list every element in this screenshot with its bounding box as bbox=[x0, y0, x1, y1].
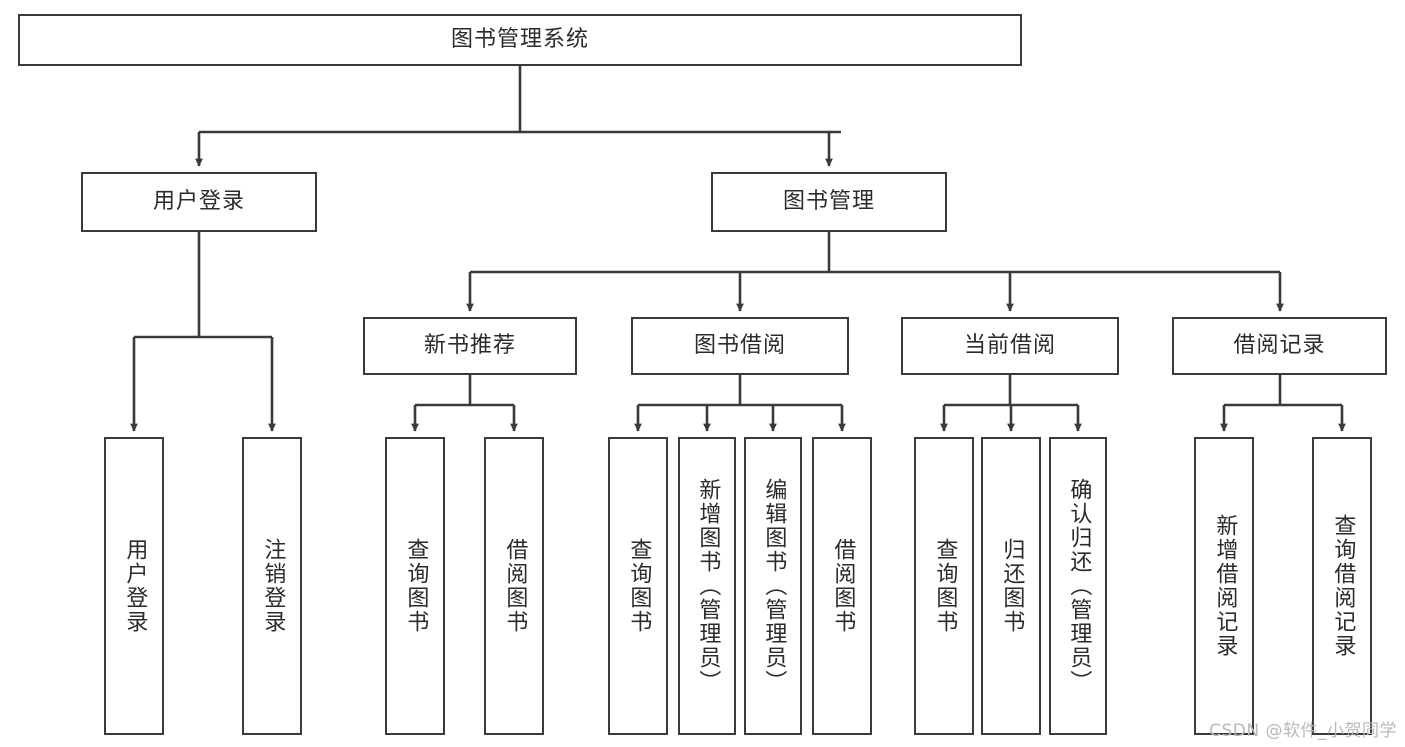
node-leaf-query-book-3-label: 查询图书 bbox=[932, 538, 958, 634]
node-leaf-add-record-label: 新增借阅记录 bbox=[1212, 514, 1238, 658]
node-leaf-borrow-book-1-label: 借阅图书 bbox=[502, 538, 528, 634]
node-leaf-user-login[interactable]: 用户登录 bbox=[104, 437, 164, 735]
node-leaf-logout[interactable]: 注销登录 bbox=[242, 437, 302, 735]
node-leaf-borrow-book-2[interactable]: 借阅图书 bbox=[812, 437, 872, 735]
node-leaf-return-book-label: 归还图书 bbox=[999, 538, 1025, 634]
node-leaf-borrow-book-2-label: 借阅图书 bbox=[830, 538, 856, 634]
node-new-book-recommend[interactable]: 新书推荐 bbox=[363, 317, 577, 375]
node-current-borrow[interactable]: 当前借阅 bbox=[901, 317, 1119, 375]
node-current-borrow-label: 当前借阅 bbox=[963, 332, 1056, 358]
node-leaf-logout-label: 注销登录 bbox=[260, 538, 286, 634]
node-leaf-query-book-2[interactable]: 查询图书 bbox=[608, 437, 668, 735]
node-borrow-record[interactable]: 借阅记录 bbox=[1172, 317, 1387, 375]
node-leaf-add-record[interactable]: 新增借阅记录 bbox=[1194, 437, 1254, 735]
node-leaf-query-record-label: 查询借阅记录 bbox=[1330, 514, 1356, 658]
node-leaf-add-book[interactable]: 新增图书（管理员） bbox=[678, 437, 736, 735]
node-book-manage-label: 图书管理 bbox=[782, 188, 875, 214]
node-leaf-edit-book-label: 编辑图书（管理员） bbox=[761, 478, 787, 694]
node-leaf-borrow-book-1[interactable]: 借阅图书 bbox=[484, 437, 544, 735]
node-book-manage[interactable]: 图书管理 bbox=[711, 172, 947, 232]
node-leaf-add-book-label: 新增图书（管理员） bbox=[695, 478, 721, 694]
node-leaf-query-book-2-label: 查询图书 bbox=[626, 538, 652, 634]
node-leaf-edit-book[interactable]: 编辑图书（管理员） bbox=[744, 437, 802, 735]
node-leaf-query-record[interactable]: 查询借阅记录 bbox=[1312, 437, 1372, 735]
node-leaf-query-book-1[interactable]: 查询图书 bbox=[385, 437, 445, 735]
node-book-borrow-label: 图书借阅 bbox=[693, 332, 786, 358]
node-user-login-label: 用户登录 bbox=[152, 188, 245, 214]
node-root-label: 图书管理系统 bbox=[450, 26, 589, 52]
node-book-borrow[interactable]: 图书借阅 bbox=[631, 317, 849, 375]
node-new-book-recommend-label: 新书推荐 bbox=[423, 332, 516, 358]
node-leaf-user-login-label: 用户登录 bbox=[122, 538, 148, 634]
node-leaf-query-book-1-label: 查询图书 bbox=[403, 538, 429, 634]
node-borrow-record-label: 借阅记录 bbox=[1233, 332, 1326, 358]
node-user-login[interactable]: 用户登录 bbox=[81, 172, 317, 232]
node-leaf-confirm-return-label: 确认归还（管理员） bbox=[1066, 478, 1092, 694]
node-leaf-return-book[interactable]: 归还图书 bbox=[981, 437, 1041, 735]
node-leaf-query-book-3[interactable]: 查询图书 bbox=[914, 437, 974, 735]
node-root[interactable]: 图书管理系统 bbox=[18, 14, 1022, 66]
node-leaf-confirm-return[interactable]: 确认归还（管理员） bbox=[1049, 437, 1107, 735]
